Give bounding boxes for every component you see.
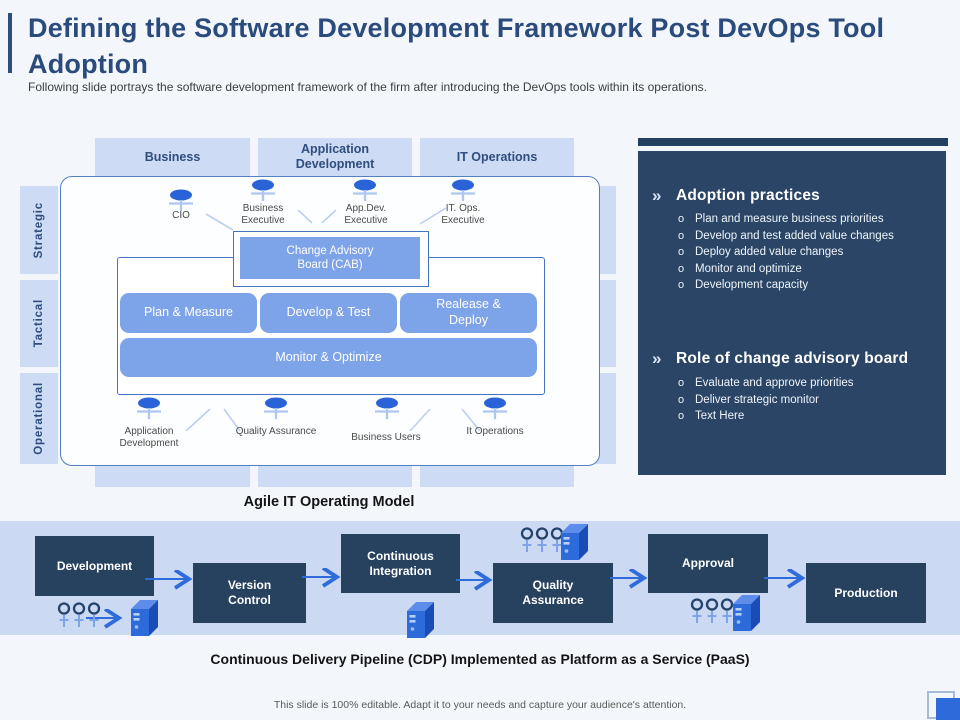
list-item-text: Evaluate and approve priorities	[695, 377, 854, 389]
executive-label-itops: IT. Ops. Executive	[441, 203, 485, 226]
column-header-it-ops: IT Operations	[420, 138, 574, 176]
row-label-text: Operational	[33, 382, 45, 455]
stage-label: Continuous Integration	[367, 548, 434, 578]
title-accent-bar	[8, 13, 12, 73]
list-item-text: Development capacity	[695, 279, 809, 291]
bullet-marker: o	[678, 410, 685, 422]
stage-label: Approval	[681, 556, 734, 570]
column-header-label: IT Operations	[456, 149, 538, 164]
process-box-label: Realease & Deploy	[436, 297, 501, 327]
server-icon	[407, 602, 434, 638]
stage-production: Production	[806, 563, 926, 623]
role-label-app-dev: Application Development	[119, 426, 179, 449]
process-box-label: Plan & Measure	[144, 305, 233, 320]
process-box-develop-test: Develop & Test	[260, 293, 397, 333]
server-icon	[733, 595, 760, 631]
role-label-qa: Quality Assurance	[235, 426, 317, 437]
users-icon	[520, 527, 564, 552]
stage-label: Quality Assurance	[522, 578, 584, 607]
row-label-tactical: Tactical	[20, 280, 58, 367]
person-icon	[264, 397, 288, 419]
bullet-marker: o	[678, 213, 685, 225]
process-box-label: Develop & Test	[286, 305, 371, 320]
list-item-text: Deliver strategic monitor	[695, 393, 819, 406]
page-title: Defining the Software Development Framew…	[28, 13, 885, 79]
bullet-marker: o	[678, 377, 685, 389]
list-item: o Evaluate and approve priorities	[678, 377, 936, 390]
slide-footer-note: This slide is 100% editable. Adapt it to…	[273, 699, 687, 711]
bullet-marker: o	[678, 279, 685, 291]
column-header-business: Business	[95, 138, 250, 176]
users-icon	[690, 598, 734, 623]
list-item: o Deploy added value changes	[678, 246, 936, 259]
person-icon	[451, 179, 475, 201]
pipeline-caption: Continuous Delivery Pipeline (CDP) Imple…	[210, 651, 750, 667]
server-icon	[561, 524, 588, 560]
executive-label-business: Business Executive	[241, 203, 285, 226]
bullet-marker: o	[678, 246, 685, 258]
users-icon	[57, 602, 101, 627]
stage-version-control: Version Control	[193, 563, 306, 623]
row-label-text: Tactical	[33, 299, 45, 348]
row-label-operational: Operational	[20, 373, 58, 464]
stage-label: Production	[834, 585, 898, 600]
side-panel: » Adoption practices o Plan and measure b…	[638, 151, 946, 475]
list-item: o Development capacity	[678, 279, 936, 292]
list-item-text: Text Here	[695, 410, 745, 422]
executive-label-appdev: App.Dev. Executive	[344, 203, 388, 226]
role-label-business-users: Business Users	[351, 432, 421, 443]
executive-label-cio: CIO	[172, 210, 190, 221]
monitor-optimize-label: Monitor & Optimize	[275, 349, 382, 364]
stage-quality-assurance: Quality Assurance	[493, 563, 613, 623]
process-box-plan-measure: Plan & Measure	[120, 293, 257, 333]
person-icon	[137, 397, 161, 419]
role-label-it-operations: It Operations	[466, 426, 524, 437]
list-item-text: Deploy added value changes	[695, 246, 844, 258]
process-box-release-deploy: Realease & Deploy	[400, 293, 537, 333]
column-header-label: Application Development	[295, 142, 375, 171]
stage-label: Version Control	[227, 578, 272, 607]
list-item: o Deliver strategic monitor	[678, 394, 936, 407]
corner-accent-square	[936, 698, 960, 720]
list-item: o Monitor and optimize	[678, 263, 936, 276]
stage-development: Development	[35, 536, 154, 596]
chevron-icon: »	[652, 349, 662, 368]
column-header-app-dev: Application Development	[258, 138, 412, 176]
bullet-marker: o	[678, 393, 685, 406]
row-label-text: Strategic	[33, 201, 45, 259]
column-header-label: Business	[144, 149, 201, 164]
page-subtitle: Following slide portrays the software de…	[28, 80, 707, 94]
person-icon	[483, 397, 507, 419]
matrix-caption: Agile IT Operating Model	[243, 494, 415, 510]
row-label-strategic: Strategic	[20, 186, 58, 274]
list-item: o Develop and test added value changes	[678, 230, 936, 243]
list-item: o Plan and measure business priorities	[678, 213, 936, 226]
panel-heading-cab-role: Role of change advisory board	[676, 350, 909, 367]
stage-approval: Approval	[648, 534, 768, 593]
stage-label: Development	[56, 558, 133, 573]
list-item-text: Monitor and optimize	[695, 262, 802, 275]
person-icon	[375, 397, 399, 419]
list-item-text: Plan and measure business priorities	[695, 213, 884, 225]
monitor-optimize-box: Monitor & Optimize	[120, 338, 537, 377]
list-item-text: Develop and test added value changes	[695, 229, 894, 242]
stage-continuous-integration: Continuous Integration	[341, 534, 460, 593]
list-item: o Text Here	[678, 410, 936, 423]
side-panel-top-bar	[638, 138, 948, 146]
person-icon	[169, 189, 193, 211]
chevron-icon: »	[652, 186, 662, 205]
bullet-marker: o	[678, 229, 685, 242]
panel-heading-adoption-practices: Adoption practices	[676, 187, 820, 204]
person-icon	[353, 179, 377, 201]
cab-label: Change Advisory Board (CAB)	[286, 244, 374, 271]
person-icon	[251, 179, 275, 201]
server-icon	[131, 600, 158, 636]
cab-box: Change Advisory Board (CAB)	[240, 237, 420, 279]
bullet-marker: o	[678, 262, 685, 275]
